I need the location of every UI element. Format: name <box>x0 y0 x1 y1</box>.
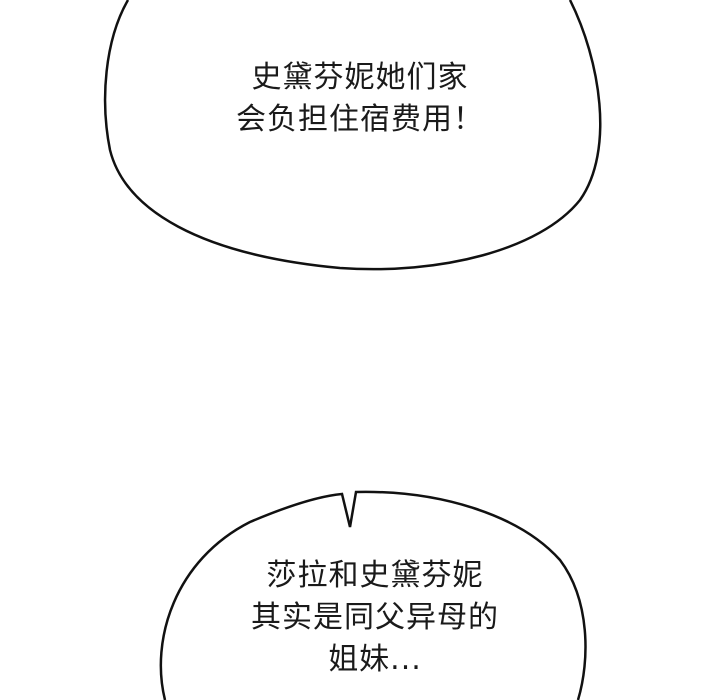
speech-text-bottom: 莎拉和史黛芬妮 其实是同父异母的 姐妹... <box>180 555 570 681</box>
speech-line: 莎拉和史黛芬妮 <box>266 558 484 593</box>
speech-line: 会负担住宿费用！ <box>236 102 484 137</box>
speech-text-top: 史黛芬妮她们家 会负担住宿费用！ <box>180 57 540 141</box>
speech-bubble-top <box>103 0 602 271</box>
speech-bubble-bottom <box>159 490 587 700</box>
speech-line: 其实是同父异母的 <box>251 600 499 635</box>
speech-line: 史黛芬妮她们家 <box>251 60 469 95</box>
speech-line: 姐妹... <box>328 642 422 677</box>
